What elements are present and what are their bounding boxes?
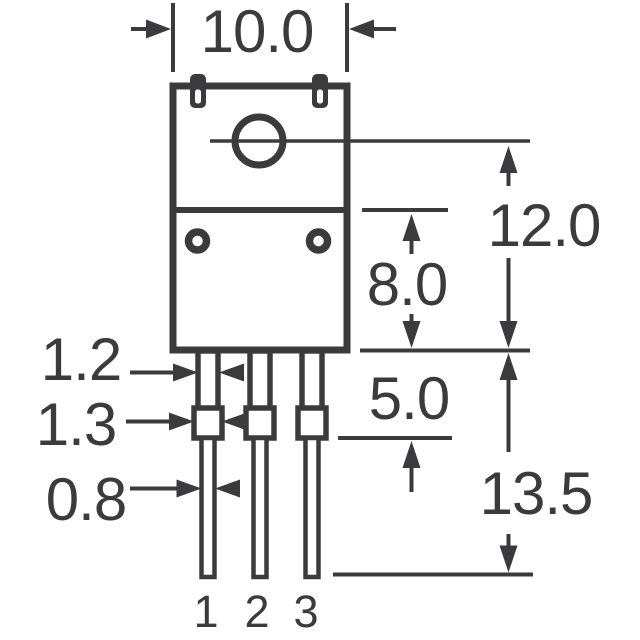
arrow-down-icon bbox=[402, 321, 421, 348]
pin-numbers: 1 2 3 bbox=[193, 586, 318, 637]
lead-1-lower bbox=[199, 435, 217, 580]
arrow-up-icon bbox=[402, 214, 421, 241]
arrow-down-icon bbox=[499, 545, 518, 573]
arrow-left-icon bbox=[349, 19, 374, 39]
arrow-right-icon bbox=[146, 19, 171, 39]
dim-bottom-to-shoulder: 5.0 bbox=[369, 365, 450, 492]
tab-left-slot bbox=[195, 89, 201, 104]
dim-lead-upper-width-label: 1.2 bbox=[41, 326, 121, 393]
lead-2 bbox=[243, 348, 277, 580]
lead-2-lower bbox=[251, 435, 269, 580]
lead-1 bbox=[191, 348, 225, 580]
lead-2-upper bbox=[247, 348, 273, 414]
arrow-right-icon bbox=[173, 363, 198, 382]
pilot-hole-right bbox=[305, 228, 332, 254]
lead-3-shoulder bbox=[295, 405, 329, 441]
dim-seat-to-bottom-label: 8.0 bbox=[367, 251, 447, 318]
tab-right bbox=[312, 74, 328, 108]
pin-2-label: 2 bbox=[244, 586, 269, 637]
pilot-hole-left bbox=[184, 228, 211, 254]
dim-seat-to-bottom: 8.0 bbox=[367, 214, 448, 348]
dim-lead-lower-width: 0.8 bbox=[46, 466, 240, 533]
dim-body-width: 10.0 bbox=[131, 0, 396, 72]
arrow-down-icon bbox=[499, 321, 518, 348]
dim-body-width-label: 10.0 bbox=[201, 0, 314, 65]
arrow-left-icon bbox=[219, 363, 244, 382]
extension-lines-right bbox=[333, 208, 533, 577]
lead-1-shoulder bbox=[191, 405, 225, 441]
pin-3-label: 3 bbox=[293, 586, 318, 637]
dim-lead-shoulder-width-label: 1.3 bbox=[36, 391, 116, 458]
arrow-right-icon bbox=[176, 479, 202, 498]
lead-3-lower bbox=[303, 435, 321, 580]
dim-lead-lower-width-label: 0.8 bbox=[46, 466, 126, 533]
dim-bottom-to-tip: 13.5 bbox=[480, 353, 593, 573]
dim-bottom-to-tip-label: 13.5 bbox=[480, 460, 593, 527]
dim-hole-to-bottom: 12.0 bbox=[488, 146, 601, 348]
dim-bottom-to-shoulder-label: 5.0 bbox=[369, 365, 449, 432]
arrow-up-icon bbox=[402, 441, 421, 468]
lead-2-shoulder bbox=[243, 405, 277, 441]
dim-lead-shoulder-width: 1.3 bbox=[36, 391, 247, 458]
lead-1-upper bbox=[195, 348, 221, 414]
pin-1-label: 1 bbox=[193, 586, 218, 637]
dim-hole-to-bottom-label: 12.0 bbox=[488, 192, 601, 259]
arrow-right-icon bbox=[169, 412, 194, 431]
lead-3-upper bbox=[299, 348, 325, 414]
package-body bbox=[169, 74, 530, 580]
dim-lead-upper-width: 1.2 bbox=[41, 326, 244, 393]
arrow-up-icon bbox=[499, 353, 518, 380]
tab-right-slot bbox=[317, 89, 323, 104]
arrow-left-icon bbox=[222, 412, 247, 431]
tab-left bbox=[190, 74, 206, 108]
arrow-left-icon bbox=[215, 479, 240, 498]
lead-3 bbox=[295, 348, 329, 580]
arrow-up-icon bbox=[499, 146, 518, 173]
